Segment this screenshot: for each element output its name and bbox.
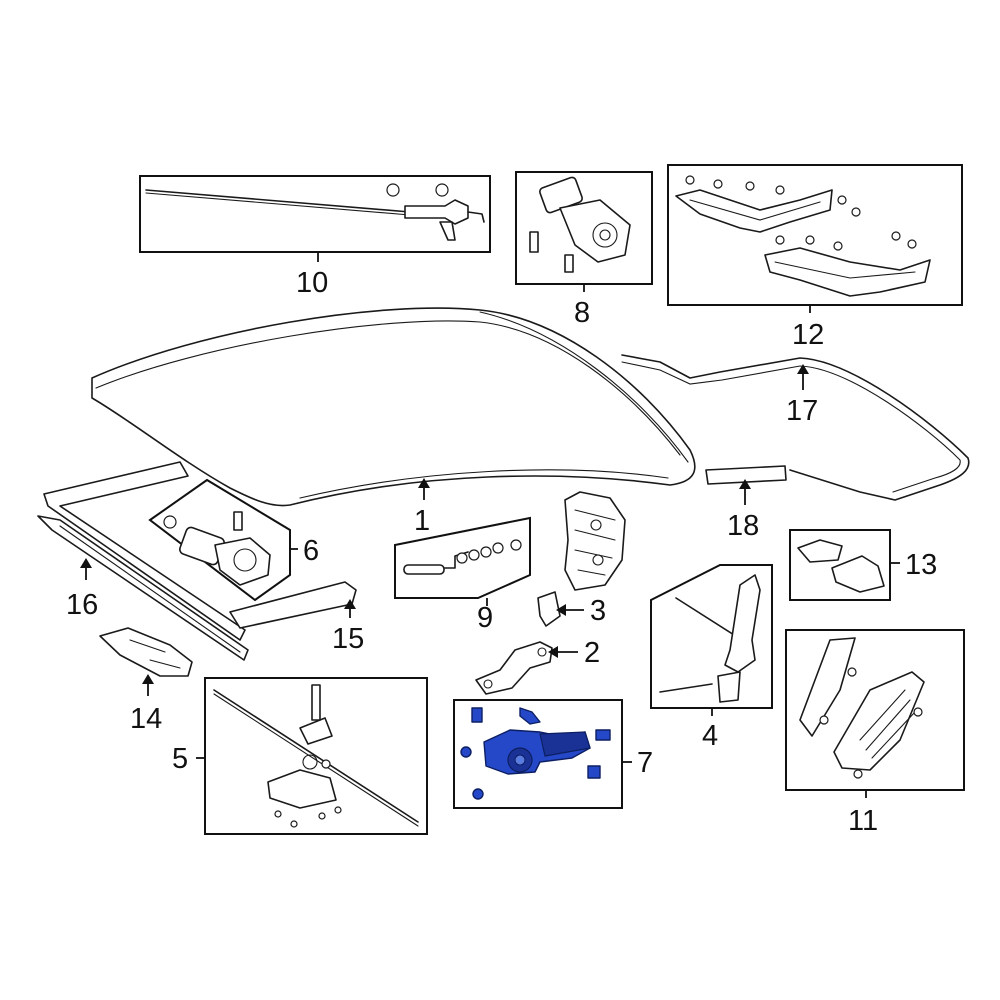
part-7-group: 7 (453, 699, 653, 809)
callout-2: 2 (584, 637, 600, 669)
callout-3: 3 (590, 595, 606, 627)
callout-16: 16 (66, 589, 98, 621)
callout-6: 6 (303, 535, 319, 567)
callout-10: 10 (296, 267, 328, 299)
callout-8: 8 (574, 297, 590, 329)
callout-14: 14 (130, 703, 162, 735)
callout-11: 11 (848, 805, 878, 837)
callout-1: 1 (414, 505, 430, 537)
part-16-rail: 16 (37, 461, 249, 661)
callout-18: 18 (727, 510, 759, 542)
hinge-bracket (564, 491, 626, 591)
part-15-rail: 15 (229, 581, 364, 655)
callout-13: 13 (905, 549, 937, 581)
part-5-group: 5 (172, 677, 428, 835)
callout-5: 5 (172, 743, 188, 775)
part-12-group: 12 (667, 164, 963, 351)
part-3-cap: 3 (537, 591, 606, 627)
part-17-seal: 17 (621, 354, 970, 501)
callout-7: 7 (637, 747, 653, 779)
part-4-group: 4 (650, 564, 773, 752)
part-8-group: 8 (515, 171, 653, 329)
part-6-group: 6 (148, 478, 319, 602)
part-10-group: 10 (139, 175, 491, 299)
part-11-group: 11 (785, 629, 965, 837)
part-1-leader: 1 (414, 478, 430, 537)
callout-4: 4 (702, 720, 718, 752)
callout-9: 9 (477, 602, 493, 634)
part-2-link: 2 (475, 637, 600, 695)
part-13-group: 13 (789, 529, 937, 601)
callout-15: 15 (332, 623, 364, 655)
part-14-latch: 14 (99, 627, 193, 735)
part-9-group: 9 (394, 516, 531, 634)
part-18-seal: 18 (705, 465, 787, 542)
callout-17: 17 (786, 395, 818, 427)
callout-12: 12 (792, 319, 824, 351)
roof-panel (91, 307, 696, 507)
